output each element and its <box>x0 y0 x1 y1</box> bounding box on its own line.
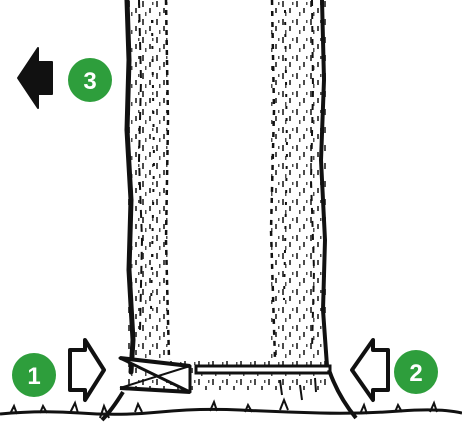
trunk-base <box>100 369 358 422</box>
step-1-arrow <box>68 338 106 402</box>
felling-notch <box>118 356 192 394</box>
back-cut <box>194 364 332 375</box>
step-3-badge: 3 <box>68 58 112 102</box>
step-3-arrow <box>17 47 53 109</box>
step-3-number: 3 <box>83 68 96 95</box>
step-1-number: 1 <box>27 363 40 390</box>
step-2-badge: 2 <box>394 350 438 394</box>
ground-line <box>0 397 462 419</box>
tree-trunk <box>124 0 329 390</box>
step-2-number: 2 <box>409 360 422 387</box>
step-1-badge: 1 <box>12 353 56 397</box>
step-2-arrow <box>350 338 390 402</box>
